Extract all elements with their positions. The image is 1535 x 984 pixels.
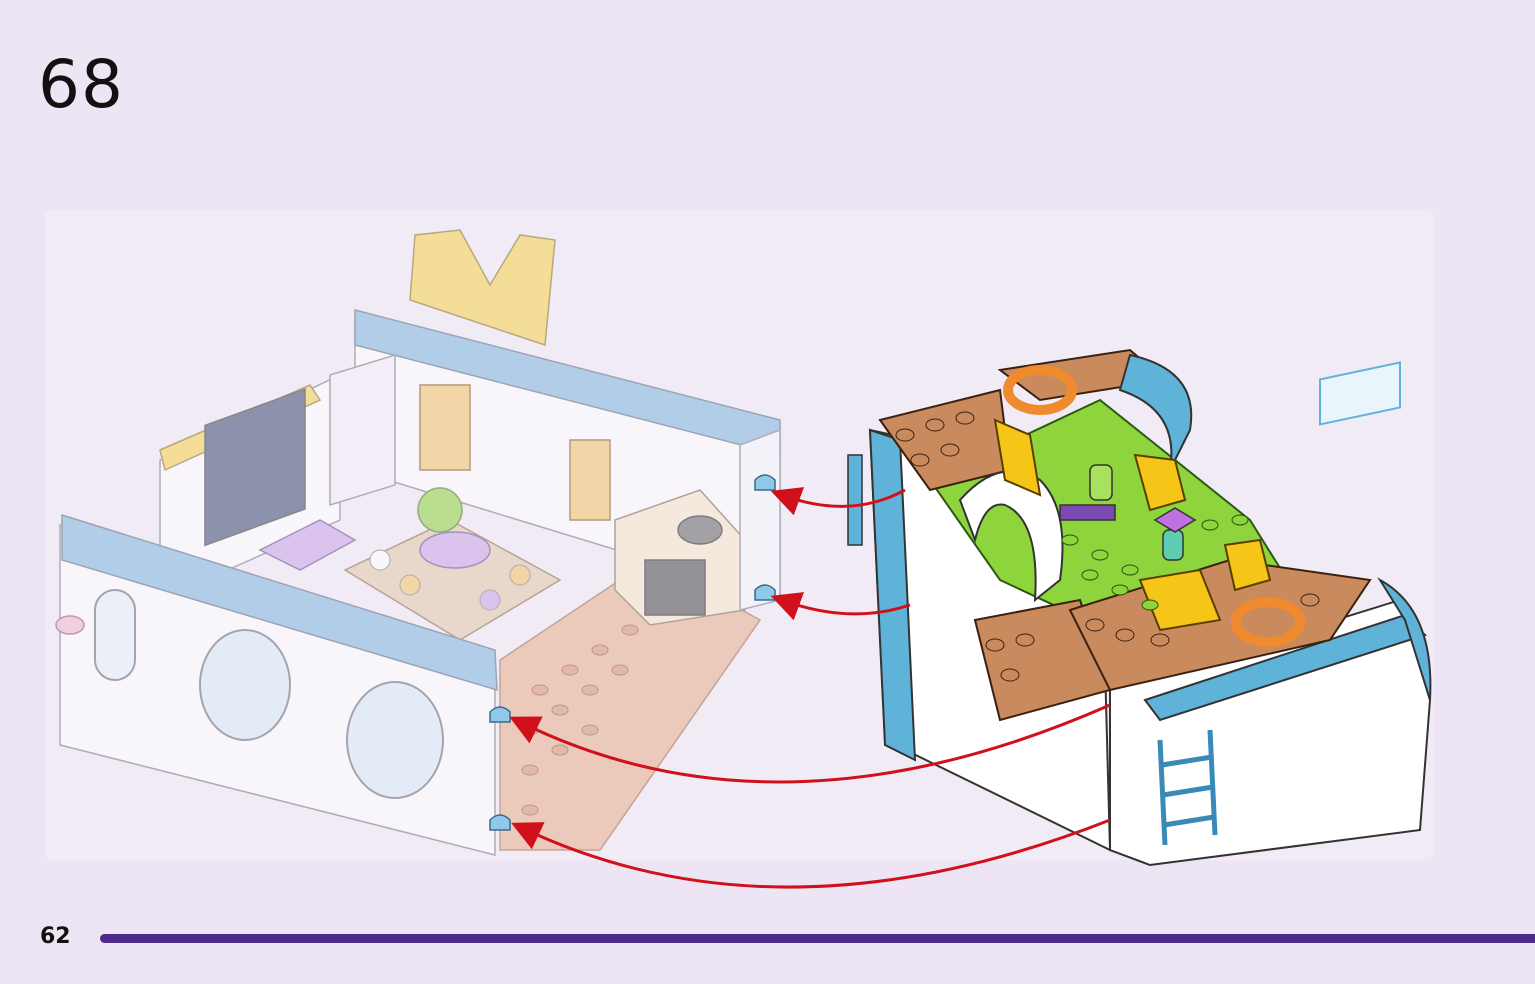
progress-bar: [100, 934, 1535, 943]
assembly-arrow-icon: [770, 592, 911, 621]
connection-clips: [489, 474, 776, 831]
assembly-arrow-icon: [511, 818, 1111, 889]
assembly-arrow-icon: [509, 703, 1111, 784]
page-number: 62: [40, 924, 71, 949]
existing-model: [55, 229, 781, 856]
new-module: [847, 348, 1432, 867]
assembly-arrow-icon: [770, 487, 906, 516]
assembly-arrows: [509, 487, 1111, 889]
step-number: 68: [38, 46, 124, 123]
